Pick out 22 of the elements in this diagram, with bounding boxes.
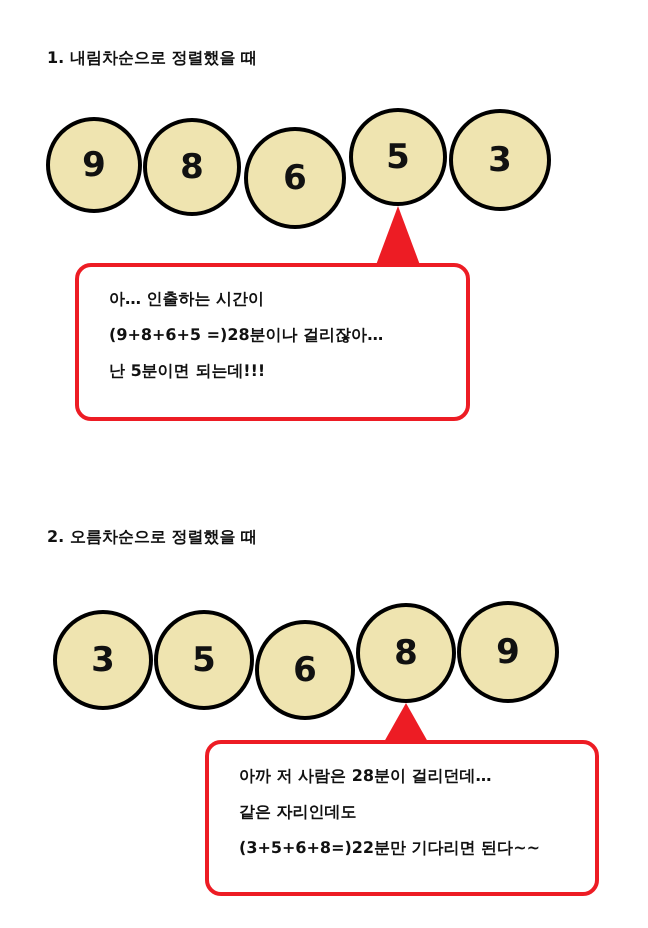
number-circle: 5: [154, 610, 254, 710]
speech-bubble: [205, 740, 599, 896]
number-circle: 6: [244, 127, 346, 229]
number-circle: 3: [53, 610, 153, 710]
number-circle: 3: [449, 109, 551, 211]
bubble-pointer: [384, 703, 428, 742]
bubble-pointer: [376, 206, 420, 265]
number-circle: 8: [143, 118, 241, 216]
speech-bubble: [75, 263, 470, 421]
speech-text: 같은 자리인데도: [239, 802, 357, 823]
number-circle: 6: [255, 620, 355, 720]
speech-text: (9+8+6+5 =)28분이나 걸리잖아…: [109, 325, 384, 346]
number-circle: 8: [356, 603, 456, 703]
section-heading: 1. 내림차순으로 정렬했을 때: [47, 48, 257, 69]
speech-text: (3+5+6+8=)22분만 기다리면 된다~~: [239, 838, 540, 859]
speech-text: 난 5분이면 되는데!!!: [109, 361, 266, 382]
number-circle: 9: [46, 117, 142, 213]
number-circle: 9: [457, 601, 559, 703]
section-heading: 2. 오름차순으로 정렬했을 때: [47, 527, 257, 548]
speech-text: 아… 인출하는 시간이: [109, 289, 264, 310]
speech-text: 아까 저 사람은 28분이 걸리던데…: [239, 766, 492, 787]
number-circle: 5: [349, 108, 447, 206]
